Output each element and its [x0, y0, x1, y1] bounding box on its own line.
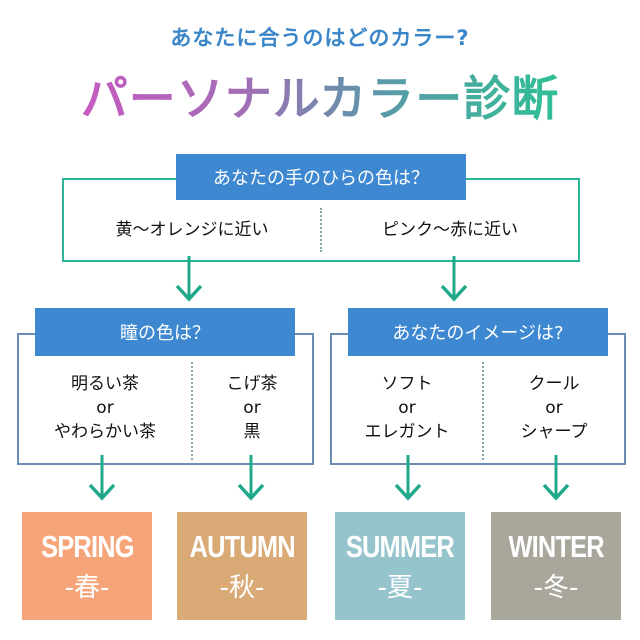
- down-arrow-icon: [87, 455, 117, 501]
- q2-option-light-brown[interactable]: 明るい茶 or やわらかい茶: [19, 372, 191, 444]
- option-line: こげ茶: [226, 374, 278, 394]
- season-jp: -秋-: [219, 572, 265, 603]
- season-winter[interactable]: WINTER -冬-: [491, 512, 621, 620]
- season-en: SPRING: [40, 528, 134, 564]
- down-arrow-icon: [541, 455, 571, 501]
- q2-question: 瞳の色は？: [35, 308, 295, 356]
- season-jp: -夏-: [377, 572, 423, 603]
- divider: [482, 362, 484, 460]
- q3-option-cool[interactable]: クール or シャープ: [484, 372, 624, 444]
- q1-option-yellow[interactable]: 黄〜オレンジに近い: [115, 220, 269, 240]
- divider: [320, 208, 322, 252]
- q3-question: あなたのイメージは?: [348, 308, 608, 356]
- down-arrow-icon: [236, 455, 266, 501]
- q1-question: あなたの手のひらの色は？: [176, 154, 466, 200]
- option-line: クール: [528, 374, 580, 394]
- season-jp: -春-: [64, 572, 110, 603]
- q2-option-dark-brown[interactable]: こげ茶 or 黒: [193, 372, 311, 444]
- season-spring[interactable]: SPRING -春-: [22, 512, 152, 620]
- season-autumn[interactable]: AUTUMN -秋-: [177, 512, 307, 620]
- q1-option-pink[interactable]: ピンク〜赤に近い: [382, 220, 518, 240]
- page-title-text: パーソナルカラー診断: [80, 72, 560, 127]
- option-line: ソフト: [381, 374, 433, 394]
- divider: [191, 362, 193, 460]
- down-arrow-icon: [393, 455, 423, 501]
- option-line: シャープ: [520, 422, 588, 442]
- option-line: or: [96, 398, 114, 418]
- option-line: or: [398, 398, 416, 418]
- down-arrow-icon: [439, 256, 469, 302]
- option-line: エレガント: [364, 422, 450, 442]
- season-jp: -冬-: [533, 572, 579, 603]
- season-en: WINTER: [508, 528, 604, 564]
- option-line: 黒: [243, 422, 261, 442]
- option-line: or: [243, 398, 261, 418]
- season-en: AUTUMN: [189, 528, 295, 564]
- option-line: 明るい茶: [71, 374, 139, 394]
- option-line: やわらかい茶: [54, 422, 156, 442]
- season-en: SUMMER: [345, 528, 455, 564]
- page-title: パーソナルカラー診断: [0, 60, 640, 129]
- q3-option-soft[interactable]: ソフト or エレガント: [332, 372, 482, 444]
- option-line: or: [545, 398, 563, 418]
- subtitle: あなたに合うのはどのカラー?: [170, 26, 470, 50]
- down-arrow-icon: [174, 256, 204, 302]
- season-summer[interactable]: SUMMER -夏-: [335, 512, 465, 620]
